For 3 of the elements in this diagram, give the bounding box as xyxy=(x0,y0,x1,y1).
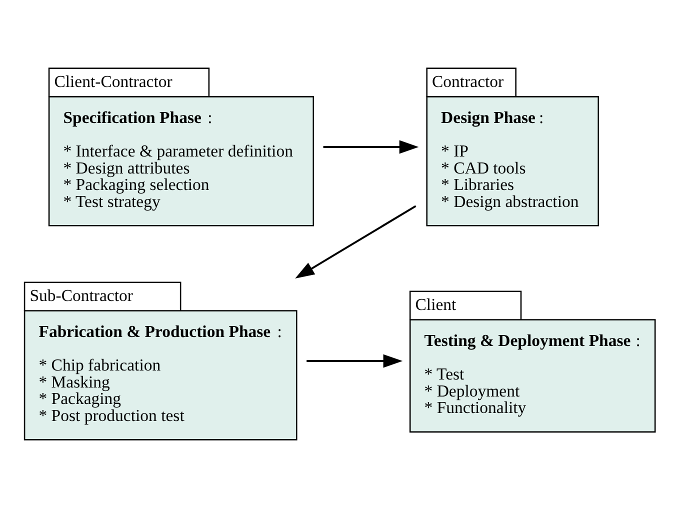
arrow xyxy=(295,205,416,279)
arrow xyxy=(306,354,403,368)
arrow xyxy=(323,140,419,154)
